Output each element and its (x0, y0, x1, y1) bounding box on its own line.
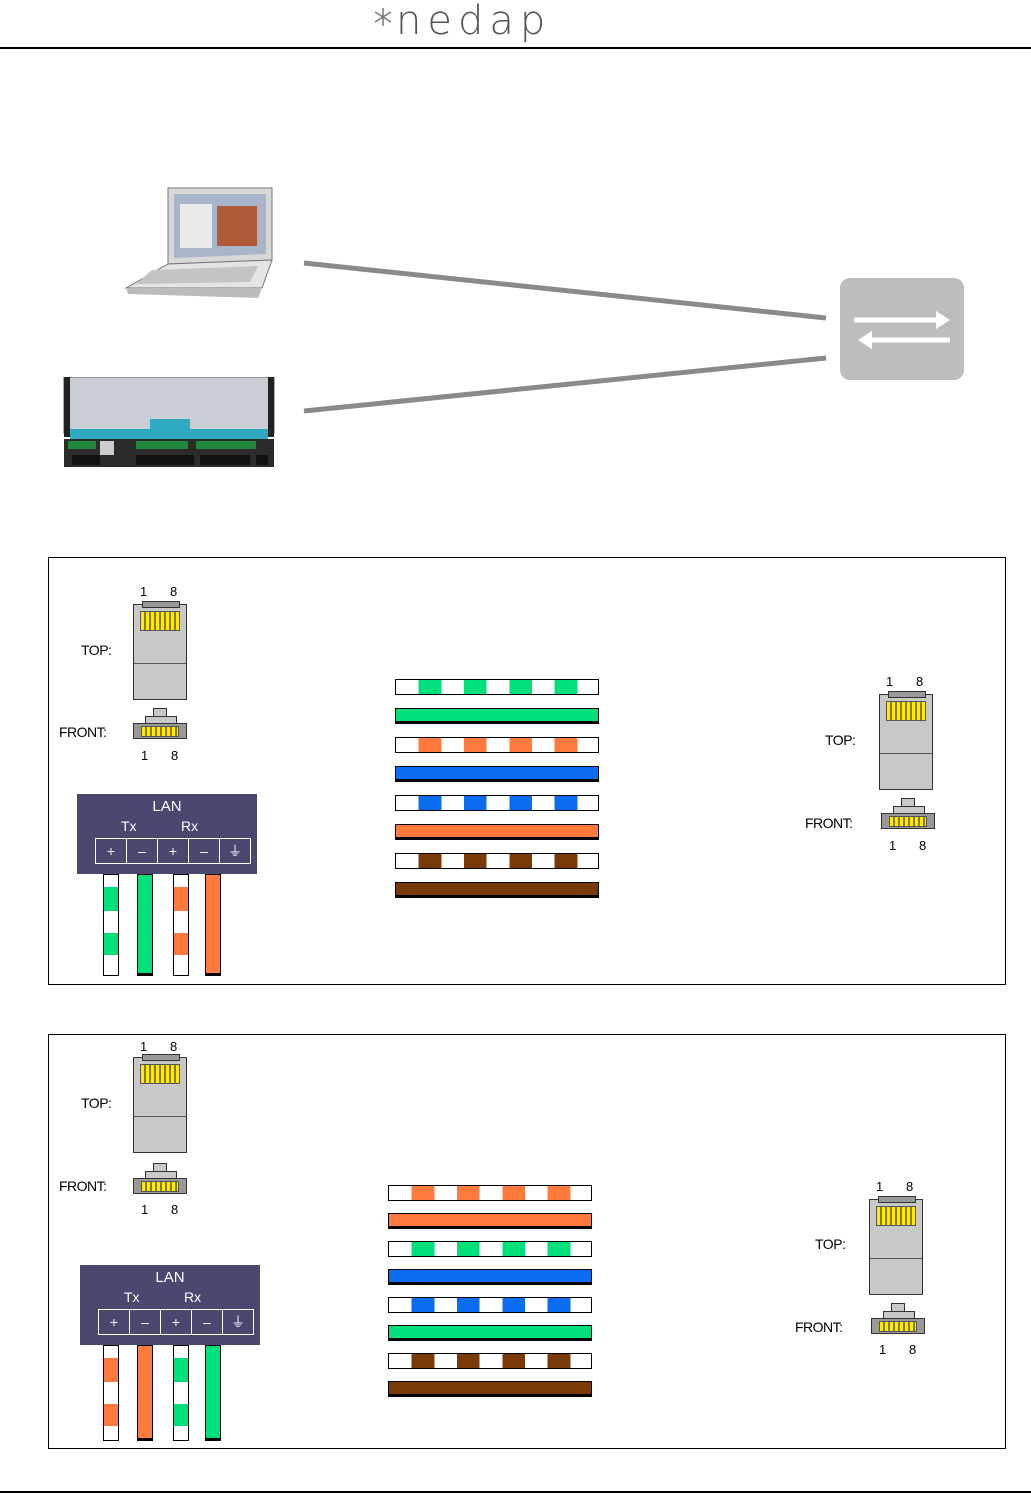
tx-minus-terminal: – (130, 1310, 161, 1334)
lan-wire-green (205, 1345, 221, 1441)
controller-link (304, 358, 826, 411)
rj45-top-view (869, 1199, 923, 1295)
network-switch-icon (840, 278, 964, 380)
rx-label: Rx (181, 818, 198, 834)
front-label: FRONT: (59, 1178, 107, 1194)
lan-wire-orange (205, 874, 221, 976)
pin-8-label: 8 (171, 1202, 178, 1217)
pin-1-label: 1 (879, 1342, 886, 1357)
lan-terminals: + – + – ⏚ (98, 1309, 254, 1335)
wire-green (395, 708, 599, 724)
wire-white-blue (388, 1297, 592, 1313)
top-label: TOP: (81, 1095, 111, 1111)
tx-minus-terminal: – (127, 839, 158, 863)
ground-icon: ⏚ (223, 1310, 253, 1334)
lan-wire-green (137, 874, 153, 976)
lan-wire-orange (137, 1345, 153, 1441)
tx-label: Tx (121, 818, 137, 834)
tx-plus-terminal: + (99, 1310, 130, 1334)
pin-1-label: 1 (141, 1202, 148, 1217)
rj45-front-view (881, 798, 935, 828)
pin-8-label: 8 (916, 674, 923, 689)
pin-8-label: 8 (906, 1179, 913, 1194)
wire-white-green (388, 1241, 592, 1257)
wire-blue (388, 1269, 592, 1285)
rx-minus-terminal: – (192, 1310, 223, 1334)
front-label: FRONT: (795, 1319, 843, 1335)
wire-brown (395, 882, 599, 898)
laptop-icon (122, 184, 274, 306)
rj45-front-view (871, 1303, 925, 1333)
tx-label: Tx (124, 1289, 140, 1305)
controller-device-icon (60, 377, 278, 471)
rj45-front-view (133, 708, 187, 738)
front-label: FRONT: (805, 815, 853, 831)
footer-rule (0, 1491, 1031, 1493)
lan-terminal-block: LAN Tx Rx + – + – ⏚ (80, 1265, 260, 1345)
rj45-top-view (133, 1057, 187, 1153)
wire-brown (388, 1381, 592, 1397)
lan-terminal-block: LAN Tx Rx + – + – ⏚ (77, 794, 257, 874)
ground-icon: ⏚ (220, 839, 250, 863)
wiring-panel-1: 1 8 TOP: FRONT: 1 8 LAN Tx Rx + – + – ⏚ … (48, 557, 1006, 985)
switch-arrows-icon (840, 278, 964, 380)
pin-1-label: 1 (886, 674, 893, 689)
pin-1-label: 1 (889, 838, 896, 853)
top-label: TOP: (815, 1236, 845, 1252)
rj45-front-view (133, 1163, 187, 1193)
tx-plus-terminal: + (96, 839, 127, 863)
pin-1-label: 1 (140, 584, 147, 599)
pin-8-label: 8 (170, 584, 177, 599)
lan-wire-white-green (173, 1345, 189, 1441)
wire-white-brown (395, 853, 599, 869)
lan-title: LAN (77, 798, 257, 815)
rj45-top-view (879, 694, 933, 790)
wire-white-orange (395, 737, 599, 753)
pin-1-label: 1 (140, 1039, 147, 1054)
wire-orange (388, 1213, 592, 1229)
rx-plus-terminal: + (158, 839, 189, 863)
rx-label: Rx (184, 1289, 201, 1305)
wire-green (388, 1325, 592, 1341)
wiring-panel-2: 1 8 TOP: FRONT: 1 8 LAN Tx Rx + – + – ⏚ … (48, 1034, 1006, 1449)
wire-white-blue (395, 795, 599, 811)
wire-white-orange (388, 1185, 592, 1201)
wire-white-brown (388, 1353, 592, 1369)
pin-1-label: 1 (141, 748, 148, 763)
lan-wire-white-green (103, 874, 119, 976)
lan-terminals: + – + – ⏚ (95, 838, 251, 864)
pin-8-label: 8 (170, 1039, 177, 1054)
top-label: TOP: (81, 642, 111, 658)
laptop-link (304, 263, 826, 318)
rx-minus-terminal: – (189, 839, 220, 863)
rx-plus-terminal: + (161, 1310, 192, 1334)
pin-1-label: 1 (876, 1179, 883, 1194)
wire-white-green (395, 679, 599, 695)
wire-orange (395, 824, 599, 840)
pin-8-label: 8 (171, 748, 178, 763)
pin-8-label: 8 (909, 1342, 916, 1357)
rj45-top-view (133, 604, 187, 700)
top-label: TOP: (825, 732, 855, 748)
lan-wire-white-orange (103, 1345, 119, 1441)
front-label: FRONT: (59, 724, 107, 740)
lan-title: LAN (80, 1269, 260, 1286)
wire-blue (395, 766, 599, 782)
lan-wire-white-orange (173, 874, 189, 976)
pin-8-label: 8 (919, 838, 926, 853)
